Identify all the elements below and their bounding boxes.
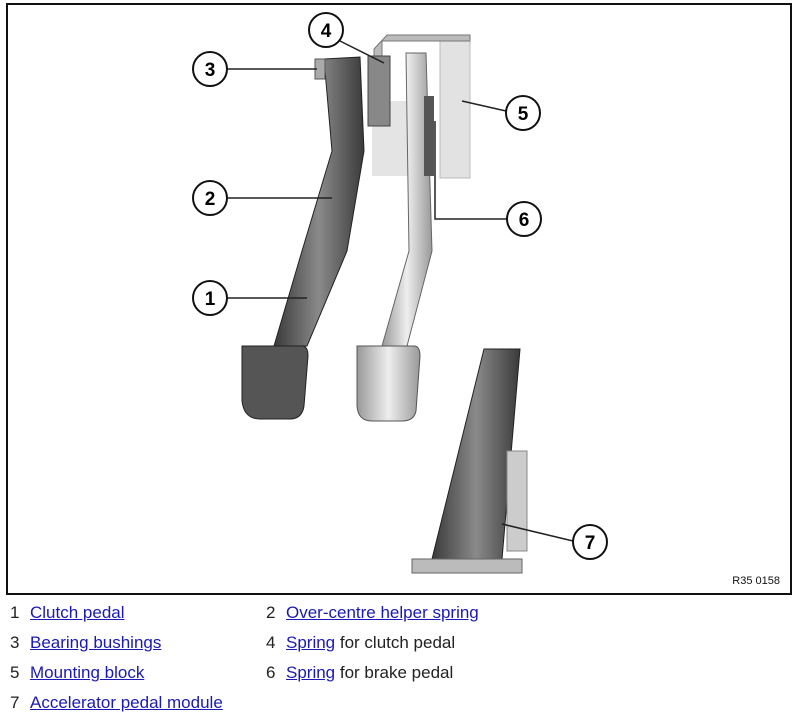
callout-2: 2 [192, 180, 228, 216]
legend-number: 7 [10, 693, 20, 712]
pedal-assembly-figure: 1 2 3 4 5 6 7 R35 0158 [6, 3, 792, 595]
legend-item-5: 5 Mounting block [10, 663, 310, 685]
spring-clutch-link[interactable]: Spring [286, 633, 336, 652]
accelerator-pedal-module-link[interactable]: Accelerator pedal module [30, 693, 223, 712]
callout-1: 1 [192, 280, 228, 316]
leader-lines [227, 40, 574, 542]
bearing-bushings-link[interactable]: Bearing bushings [30, 633, 162, 652]
pedal-illustration: 1 2 3 4 5 6 7 [192, 12, 608, 574]
brake-pedal [356, 52, 434, 422]
callout-5: 5 [505, 95, 541, 131]
legend-number: 2 [266, 603, 276, 622]
legend-suffix: for brake pedal [335, 663, 454, 682]
clutch-pedal [241, 55, 391, 420]
accelerator-pedal [411, 348, 528, 574]
spring-brake-link[interactable]: Spring [286, 663, 336, 682]
legend-number: 1 [10, 603, 20, 622]
legend-number: 6 [266, 663, 276, 682]
legend-number: 5 [10, 663, 20, 682]
legend-item-4: 4 Spring for clutch pedal [266, 633, 566, 655]
callout-3: 3 [192, 51, 228, 87]
svg-text:4: 4 [321, 21, 332, 42]
legend-item-2: 2 Over-centre helper spring [266, 603, 566, 625]
callout-6: 6 [506, 201, 542, 237]
callout-7: 7 [572, 524, 608, 560]
legend-item-3: 3 Bearing bushings [10, 633, 310, 655]
svg-text:3: 3 [205, 60, 216, 81]
callout-4: 4 [308, 12, 344, 48]
clutch-pedal-link[interactable]: Clutch pedal [30, 603, 125, 622]
mounting-block-link[interactable]: Mounting block [30, 663, 145, 682]
svg-text:2: 2 [205, 189, 216, 210]
svg-text:1: 1 [205, 289, 216, 310]
svg-text:6: 6 [519, 210, 530, 231]
svg-text:7: 7 [585, 533, 596, 554]
callouts: 1 2 3 4 5 6 7 [192, 12, 608, 560]
over-centre-helper-spring-link[interactable]: Over-centre helper spring [286, 603, 479, 622]
figure-reference: R35 0158 [732, 575, 780, 587]
legend-item-6: 6 Spring for brake pedal [266, 663, 566, 685]
legend-item-1: 1 Clutch pedal [10, 603, 310, 625]
svg-text:5: 5 [518, 104, 529, 125]
legend-number: 4 [266, 633, 276, 652]
legend-item-7: 7 Accelerator pedal module [10, 693, 310, 715]
legend-suffix: for clutch pedal [335, 633, 456, 652]
legend-number: 3 [10, 633, 20, 652]
legend: 1 Clutch pedal 2 Over-centre helper spring… [10, 603, 790, 723]
